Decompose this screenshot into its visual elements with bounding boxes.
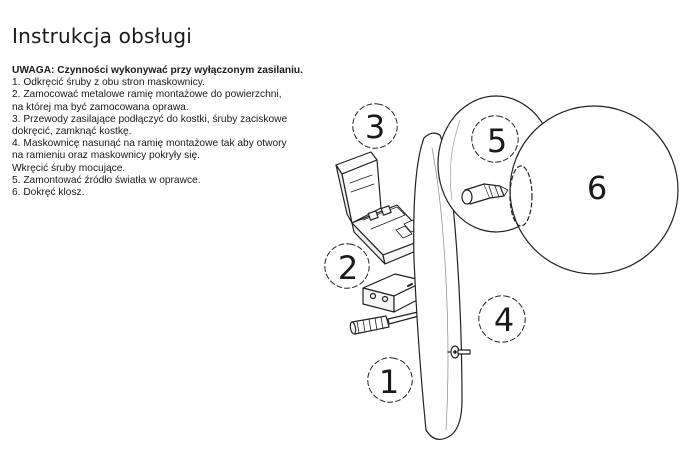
mounting-arm xyxy=(362,273,437,313)
label-5: 5 xyxy=(487,122,507,160)
step-line: Wkręcić śruby mocujące. xyxy=(12,162,126,174)
label-2: 2 xyxy=(338,249,358,287)
step-line: dokręcić, zamknąć kostkę. xyxy=(12,126,132,138)
step-line: na ramieniu oraz maskownicy pokryły się. xyxy=(12,150,200,162)
callout-circle-5 xyxy=(471,115,519,163)
step-line: 3. Przewody zasilające podłączyć do kost… xyxy=(12,113,288,125)
screw xyxy=(450,345,471,359)
label-6: 6 xyxy=(587,169,607,207)
step-line: 5. Zamontować źródło światła w oprawce. xyxy=(12,174,201,186)
step-line: 4. Maskownicę nasunąć na ramię montażowe… xyxy=(12,138,287,150)
bulb-socket xyxy=(461,183,509,205)
label-3: 3 xyxy=(365,108,385,146)
glass-globe xyxy=(509,105,679,275)
step-line: 2. Zamocować metalowe ramię montażowe do… xyxy=(12,89,282,101)
callout-circle-2 xyxy=(324,243,370,289)
page-title: Instrukcja obsługi xyxy=(12,24,193,48)
step-line: na której ma być zamocowana oprawa. xyxy=(12,101,189,113)
warning-text: UWAGA: Czynności wykonywać przy wyłączon… xyxy=(12,65,303,76)
label-4: 4 xyxy=(494,301,514,339)
instructions: UWAGA: Czynności wykonywać przy wyłączon… xyxy=(12,65,332,199)
step-line: 1. Odkręcić śruby z obu stron maskownicy… xyxy=(12,77,205,89)
step-line: 6. Dokręć klosz. xyxy=(12,187,85,199)
callout-circle-1 xyxy=(367,357,413,403)
callout-circle-4 xyxy=(478,295,526,343)
callout-circle-3 xyxy=(352,103,398,149)
label-1: 1 xyxy=(379,363,399,401)
assembly-diagram: 3 5 6 2 4 1 xyxy=(324,95,679,440)
